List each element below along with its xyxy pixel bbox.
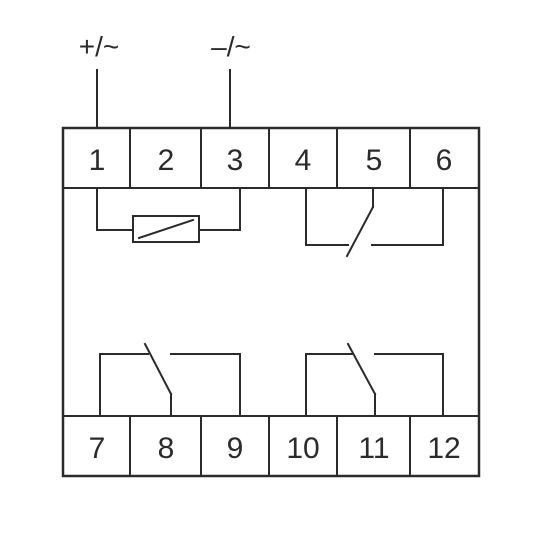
- contact-7-8-9: [99, 342, 241, 417]
- terminal-6-label: 6: [436, 144, 453, 177]
- terminal-12-label: 12: [427, 432, 460, 465]
- terminal-9-label: 9: [227, 432, 244, 465]
- contact-10-11-12: [305, 342, 444, 417]
- supply-label-positive: +/~: [79, 31, 119, 62]
- contact-4-5-6: [305, 187, 444, 258]
- terminal-1-label: 1: [89, 144, 106, 177]
- terminal-7-label: 7: [89, 432, 106, 465]
- relay-coil: [96, 187, 241, 243]
- top-terminal-strip: [62, 127, 480, 189]
- terminal-5-label: 5: [366, 144, 383, 177]
- terminal-3-label: 3: [227, 144, 244, 177]
- terminal-8-label: 8: [158, 432, 175, 465]
- terminal-2-label: 2: [158, 144, 175, 177]
- supply-label-negative: –/~: [211, 31, 251, 62]
- bottom-terminal-strip: [62, 415, 480, 477]
- terminal-11-label: 11: [358, 432, 389, 465]
- terminal-4-label: 4: [295, 144, 312, 177]
- relay-housing: [61, 126, 481, 478]
- terminal-10-label: 10: [286, 432, 319, 465]
